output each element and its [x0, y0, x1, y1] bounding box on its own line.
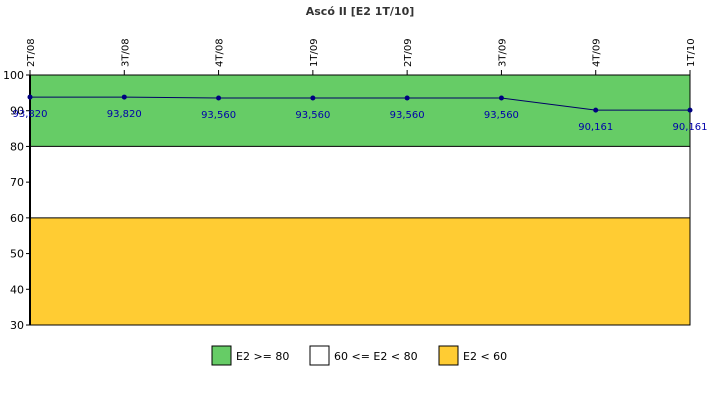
x-tick-label: 4T/08 — [215, 38, 226, 67]
data-label-layer: 93,820 93,820 93,560 93,560 93,560 93,560 90,1… — [13, 109, 708, 133]
band-1 — [30, 146, 690, 218]
x-tick-label: 1T/10 — [686, 38, 697, 67]
chart-title: Ascó II [E2 1T/10] — [306, 5, 415, 18]
legend-swatch — [438, 345, 459, 366]
band-0 — [30, 75, 690, 147]
legend-swatch — [211, 345, 232, 366]
data-label: 90,161 — [578, 122, 613, 133]
y-tick-label: 60 — [10, 212, 24, 225]
data-point — [121, 94, 127, 100]
legend-label: E2 < 60 — [463, 350, 507, 363]
x-tick-label: 3T/08 — [120, 38, 131, 67]
series-layer — [27, 94, 693, 113]
legend-label: 60 <= E2 < 80 — [334, 350, 418, 363]
x-tick-label: 2T/08 — [26, 38, 37, 67]
data-label: 93,560 — [484, 110, 519, 121]
y-tick-label: 70 — [10, 176, 24, 189]
data-label: 93,560 — [201, 110, 236, 121]
data-point — [498, 95, 504, 101]
legend-swatch — [309, 345, 330, 366]
data-point — [593, 107, 599, 113]
data-point — [404, 95, 410, 101]
y-tick-label: 100 — [3, 69, 24, 82]
legend-label: E2 >= 80 — [236, 350, 289, 363]
data-label: 93,820 — [13, 109, 48, 120]
legend: E2 >= 80 60 <= E2 < 80 E2 < 60 — [211, 345, 507, 366]
data-label: 90,161 — [673, 122, 708, 133]
data-label: 93,560 — [390, 110, 425, 121]
data-point — [27, 94, 33, 100]
band-2 — [30, 217, 690, 325]
y-tick-label: 30 — [10, 319, 24, 332]
data-point — [216, 95, 222, 101]
band-layer — [30, 75, 690, 325]
y-tick-label: 90 — [10, 105, 24, 118]
y-tick-label: 50 — [10, 248, 24, 261]
data-point — [687, 107, 693, 113]
data-point — [310, 95, 316, 101]
data-label: 93,560 — [295, 110, 330, 121]
data-label: 93,820 — [107, 109, 142, 120]
series-line — [30, 96, 690, 111]
x-tick-label: 1T/09 — [309, 38, 320, 67]
y-tick-label: 40 — [10, 283, 24, 296]
x-tick-label: 4T/09 — [592, 38, 603, 67]
x-tick-label: 2T/09 — [403, 38, 414, 67]
x-tick-label: 3T/09 — [497, 38, 508, 67]
y-tick-label: 80 — [10, 140, 24, 153]
